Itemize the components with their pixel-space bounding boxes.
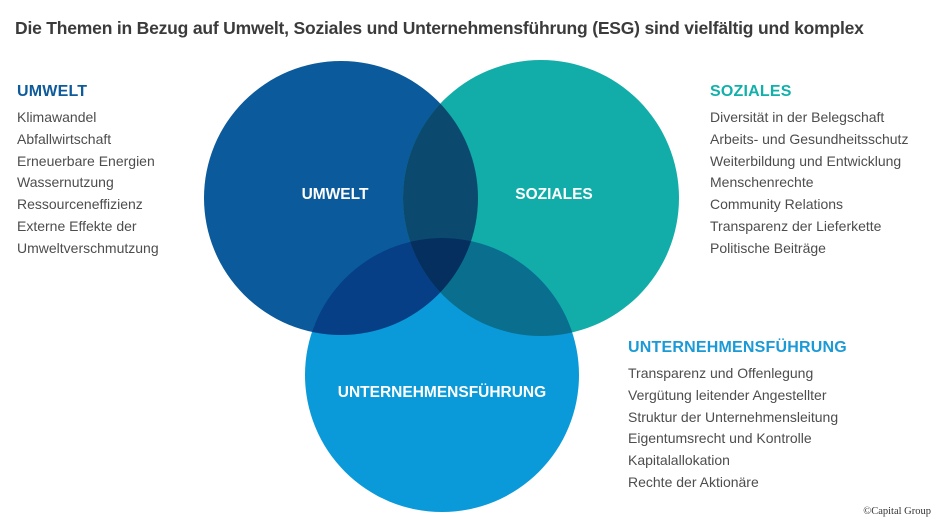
list-item: Diversität in der Belegschaft	[710, 109, 885, 125]
page-title: Die Themen in Bezug auf Umwelt, Soziales…	[15, 18, 864, 38]
panel-umwelt: UMWELT Klimawandel Abfallwirtschaft Erne…	[17, 83, 197, 260]
panel-heading-umwelt: UMWELT	[17, 83, 88, 100]
panel-soziales: SOZIALES Diversität in der Belegschaft A…	[710, 83, 908, 260]
list-soziales: Diversität in der Belegschaft Arbeits- u…	[710, 107, 908, 260]
list-item: Menschenrechte	[710, 174, 814, 191]
list-item: Ressourceneffizienz	[17, 196, 143, 213]
list-item: Struktur der Unternehmensleitung	[628, 408, 839, 425]
panel-heading-soziales: SOZIALES	[710, 83, 792, 100]
panel-unternehmensfuehrung: UNTERNEHMENSFÜHRUNG Transparenz und Offe…	[628, 339, 847, 494]
list-item: Eigentumsrecht und Kontrolle	[628, 430, 812, 447]
list-unternehmensfuehrung: Transparenz und Offenlegung Vergütung le…	[628, 363, 847, 494]
list-item: Erneuerbare Energien	[17, 152, 155, 169]
list-item: Transparenz und Offenlegung	[628, 365, 814, 381]
list-item: Wassernutzung	[17, 174, 114, 191]
list-item: Transparenz der Lieferkette	[710, 217, 882, 234]
list-item: Rechte der Aktionäre	[628, 473, 759, 490]
list-item: Arbeits- und Gesundheitsschutz	[710, 130, 909, 147]
overlap-soziales-unternehmensfuehrung	[403, 238, 579, 336]
list-item: Weiterbildung und Entwicklung	[710, 152, 902, 169]
list-item: Vergütung leitender Angestellter	[628, 386, 827, 403]
list-umwelt: Klimawandel Abfallwirtschaft Erneuerbare…	[17, 107, 197, 260]
list-item: Politische Beiträge	[710, 239, 826, 256]
list-item: Abfallwirtschaft	[17, 130, 112, 147]
list-item: Klimawandel	[17, 109, 97, 125]
copyright-credit: ©Capital Group	[863, 506, 931, 517]
list-item: Community Relations	[710, 196, 844, 213]
circle-label-soziales: SOZIALES	[515, 186, 593, 203]
overlap-umwelt-unternehmensfuehrung	[305, 238, 478, 335]
list-item: Kapitalallokation	[628, 452, 730, 469]
circle-label-umwelt: UMWELT	[302, 186, 369, 203]
list-item: Externe Effekte der Umweltverschmutzung	[17, 217, 159, 256]
circle-label-unternehmensfuehrung: UNTERNEHMENSFÜHRUNG	[338, 384, 546, 401]
panel-heading-unternehmensfuehrung: UNTERNEHMENSFÜHRUNG	[628, 339, 847, 356]
